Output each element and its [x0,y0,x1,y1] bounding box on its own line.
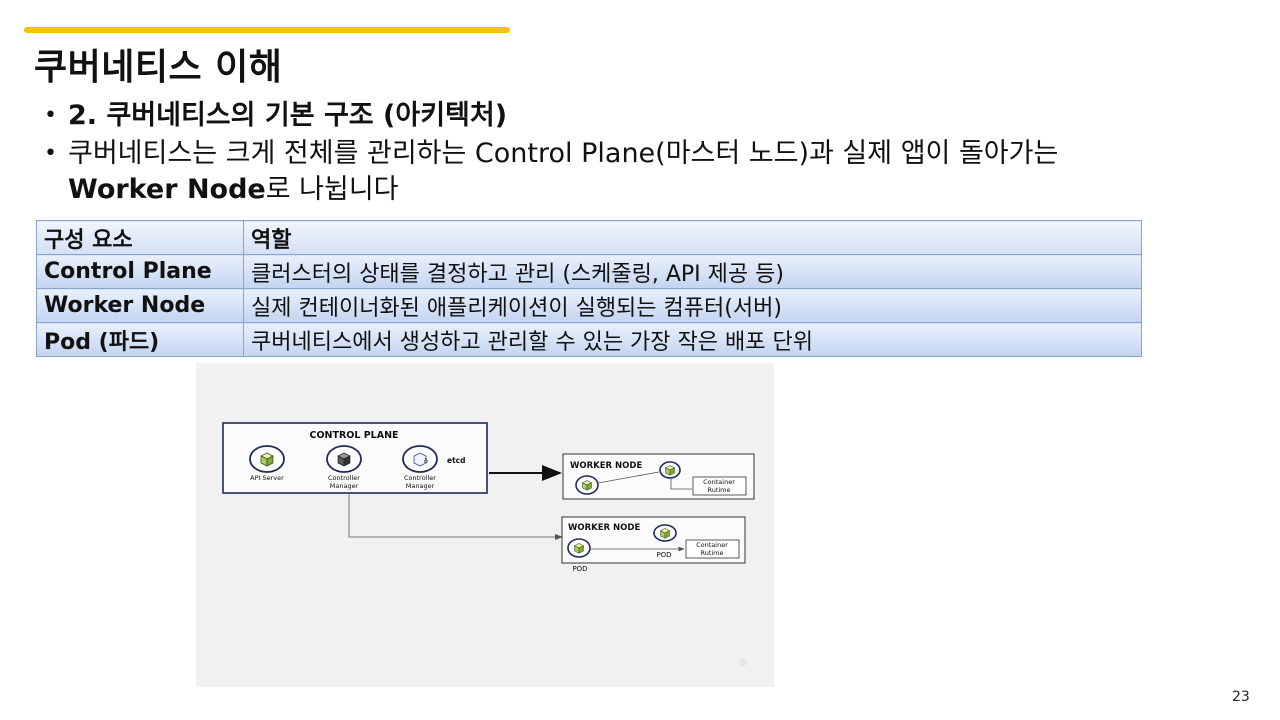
controller-manager-icon: ♁ [402,445,438,473]
svg-text:♁: ♁ [424,457,428,465]
table-cell-component: Pod (파드) [36,322,244,357]
connector-line [597,471,660,484]
pod-icon [567,538,591,558]
bullet-item-2: • 쿠버네티스는 크게 전체를 관리하는 Control Plane(마스터 노… [44,136,1224,208]
bullet-text-2-bold: Worker Node [68,174,266,205]
table-header-role: 역할 [243,220,1142,255]
arrow-to-worker2 [348,494,563,540]
page-number: 23 [1232,689,1250,705]
table-cell-component: Control Plane [36,254,244,289]
bullet-item-1: • 2. 쿠버네티스의 기본 구조 (아키텍처) [44,98,1224,134]
container-runtime-box-2 [685,539,740,559]
bullet-list: • 2. 쿠버네티스의 기본 구조 (아키텍처) • 쿠버네티스는 크게 전체를… [44,98,1224,208]
pod-icon [653,524,677,542]
control-plane-label: CONTROL PLANE [309,430,398,441]
table-cell-component: Worker Node [36,288,244,323]
table-header-row: 구성 요소 역할 [36,220,1142,255]
table-cell-role: 실제 컨테이너화된 애플리케이션이 실행되는 컴퓨터(서버) [243,288,1142,323]
pod-label: POD [656,551,671,559]
container-runtime-box-1 [692,476,747,496]
bullet-text-2-pre: 쿠버네티스는 크게 전체를 관리하는 Control Plane(마스터 노드)… [68,138,1059,169]
pod-icon [659,461,681,479]
bullet-dot: • [44,103,57,128]
slide-title: 쿠버네티스 이해 [34,47,283,88]
watermark-icon [739,658,747,666]
worker-node-1-label: WORKER NODE [570,461,642,471]
table-row: Control Plane 클러스터의 상태를 결정하고 관리 (스케줄링, A… [36,254,1142,289]
pod-icon [575,475,599,495]
worker-node-2-label: WORKER NODE [568,523,640,533]
etcd-label: etcd [447,456,466,465]
components-table: 구성 요소 역할 Control Plane 클러스터의 상태를 결정하고 관리… [36,220,1142,357]
table-row: Pod (파드) 쿠버네티스에서 생성하고 관리할 수 있는 가장 작은 배포 … [36,322,1142,357]
pod-label-left: POD [572,565,587,573]
bullet-text-2-post: 로 나뉩니다 [265,174,399,205]
accent-bar [24,27,510,33]
table-row: Worker Node 실제 컨테이너화된 애플리케이션이 실행되는 컴퓨터(서… [36,288,1142,323]
table-cell-role: 클러스터의 상태를 결정하고 관리 (스케줄링, API 제공 등) [243,254,1142,289]
bullet-dot: • [44,141,57,166]
bullet-text-1: 2. 쿠버네티스의 기본 구조 (아키텍처) [68,100,508,131]
connector-line [670,479,692,490]
api-server-icon [249,445,285,473]
controller-manager-icon [326,445,362,473]
api-server-label: API Server [250,474,284,482]
table-header-component: 구성 요소 [36,220,244,255]
table-cell-role: 쿠버네티스에서 생성하고 관리할 수 있는 가장 작은 배포 단위 [243,322,1142,357]
